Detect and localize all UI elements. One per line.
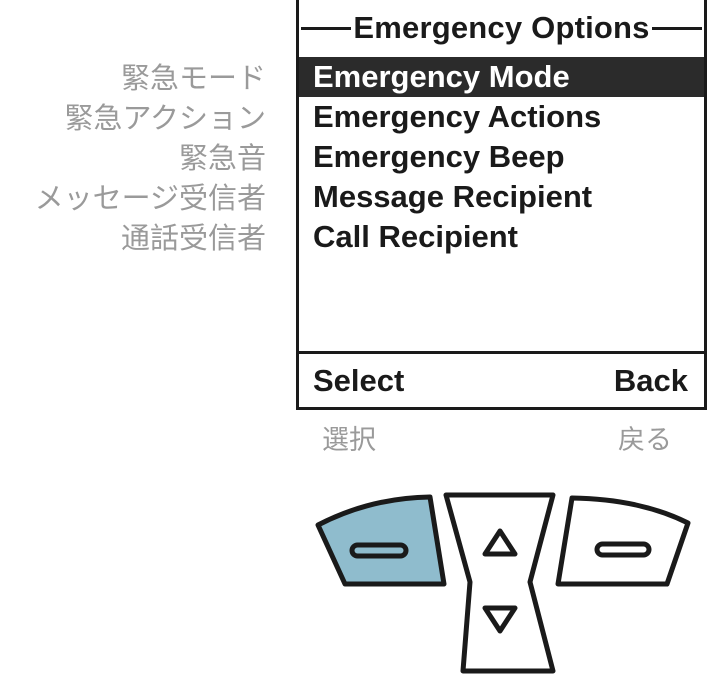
menu-item-call-recipient[interactable]: Call Recipient (313, 219, 518, 254)
triangle-down-icon (482, 605, 518, 634)
jp-label-emergency-actions: 緊急アクション (64, 101, 266, 135)
screen-title-bar: Emergency Options (299, 6, 704, 50)
softkey-select-label[interactable]: Select (313, 362, 405, 398)
menu-item-emergency-actions[interactable]: Emergency Actions (313, 99, 602, 134)
menu-item-message-recipient[interactable]: Message Recipient (313, 179, 593, 214)
japanese-menu-translations: 緊急モード 緊急アクション 緊急音 メッセージ受信者 通話受信者 (0, 58, 266, 258)
title-rule-left (301, 26, 352, 30)
jp-label-emergency-mode: 緊急モード (120, 61, 266, 95)
left-softkey-shape (315, 494, 447, 587)
softkey-back-label[interactable]: Back (613, 362, 688, 398)
jp-label-emergency-beep: 緊急音 (178, 141, 266, 175)
dash-icon (594, 541, 652, 558)
nav-key[interactable] (443, 492, 556, 674)
right-softkey-shape (555, 495, 691, 587)
menu-item-emergency-mode[interactable]: Emergency Mode (299, 57, 704, 97)
jp-label-message-recipient: メッセージ受信者 (34, 181, 266, 215)
title-rule-right (651, 26, 703, 30)
right-softkey-button[interactable] (555, 495, 691, 587)
jp-softkey-back: 戻る (618, 425, 672, 456)
left-softkey-button[interactable] (315, 494, 447, 587)
menu-item-emergency-beep[interactable]: Emergency Beep (313, 139, 565, 174)
jp-label-call-recipient: 通話受信者 (120, 221, 266, 255)
triangle-up-icon (482, 528, 518, 557)
nav-key-shape (443, 492, 556, 674)
dash-icon (349, 542, 409, 559)
jp-softkey-select: 選択 (322, 425, 376, 456)
options-menu: Emergency Mode Emergency Actions Emergen… (299, 57, 704, 257)
screen-title: Emergency Options (353, 10, 650, 45)
softkey-bar: Select Back (299, 351, 704, 407)
phone-screen: Emergency Options Emergency Mode Emergen… (296, 0, 707, 410)
keypad (315, 492, 691, 674)
